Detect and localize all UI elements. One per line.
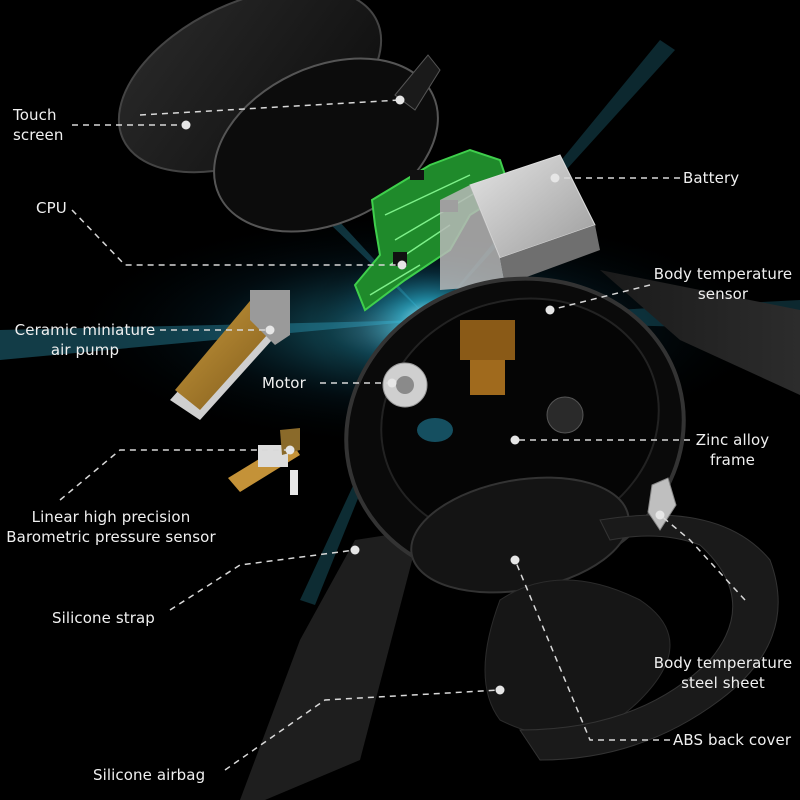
- label-abs-back-cover-text: ABS back cover: [673, 731, 792, 749]
- label-touch-screen-line1: Touch: [13, 106, 57, 124]
- silicone-strap-shape: [240, 270, 800, 800]
- label-cpu-text: CPU: [36, 199, 67, 217]
- label-motor: Motor: [262, 373, 306, 393]
- label-barometric-sensor: Linear high precision Barometric pressur…: [2, 507, 220, 547]
- label-silicone-strap: Silicone strap: [52, 608, 155, 628]
- leader-dots: [181, 95, 665, 695]
- label-zinc-alloy-frame-line1: Zinc alloy: [695, 431, 770, 449]
- label-barometric-sensor-line2: Barometric pressure sensor: [6, 528, 216, 546]
- label-body-temp-sensor-line1: Body temperature: [653, 265, 793, 283]
- label-battery-text: Battery: [683, 169, 740, 187]
- label-barometric-sensor-line1: Linear high precision: [31, 508, 191, 526]
- label-battery: Battery: [683, 168, 739, 188]
- label-silicone-strap-text: Silicone strap: [52, 609, 155, 627]
- zinc-alloy-frame-shape: [344, 276, 686, 584]
- back-cover-shape: [410, 476, 779, 761]
- label-body-temp-sensor: Body temperature sensor: [648, 264, 798, 304]
- label-ceramic-air-pump-line1: Ceramic miniature: [14, 321, 156, 339]
- label-touch-screen: Touch screen: [13, 105, 63, 145]
- battery-block: [440, 154, 600, 290]
- label-motor-text: Motor: [262, 374, 306, 392]
- label-touch-screen-line2: screen: [13, 126, 64, 144]
- label-body-temp-sensor-line2: sensor: [697, 285, 749, 303]
- label-ceramic-air-pump-line2: air pump: [50, 341, 120, 359]
- label-body-temp-steel-sheet-line2: steel sheet: [681, 674, 765, 692]
- leader-lines: [59, 99, 746, 771]
- label-zinc-alloy-frame: Zinc alloy frame: [680, 430, 785, 470]
- label-zinc-alloy-frame-line2: frame: [710, 451, 755, 469]
- label-cpu: CPU: [36, 198, 67, 218]
- label-silicone-airbag-text: Silicone airbag: [93, 766, 206, 784]
- label-silicone-airbag: Silicone airbag: [93, 765, 205, 785]
- label-body-temp-steel-sheet-line1: Body temperature: [653, 654, 793, 672]
- label-abs-back-cover: ABS back cover: [673, 730, 791, 750]
- label-ceramic-air-pump: Ceramic miniature air pump: [10, 320, 160, 360]
- label-body-temp-steel-sheet: Body temperature steel sheet: [648, 653, 798, 693]
